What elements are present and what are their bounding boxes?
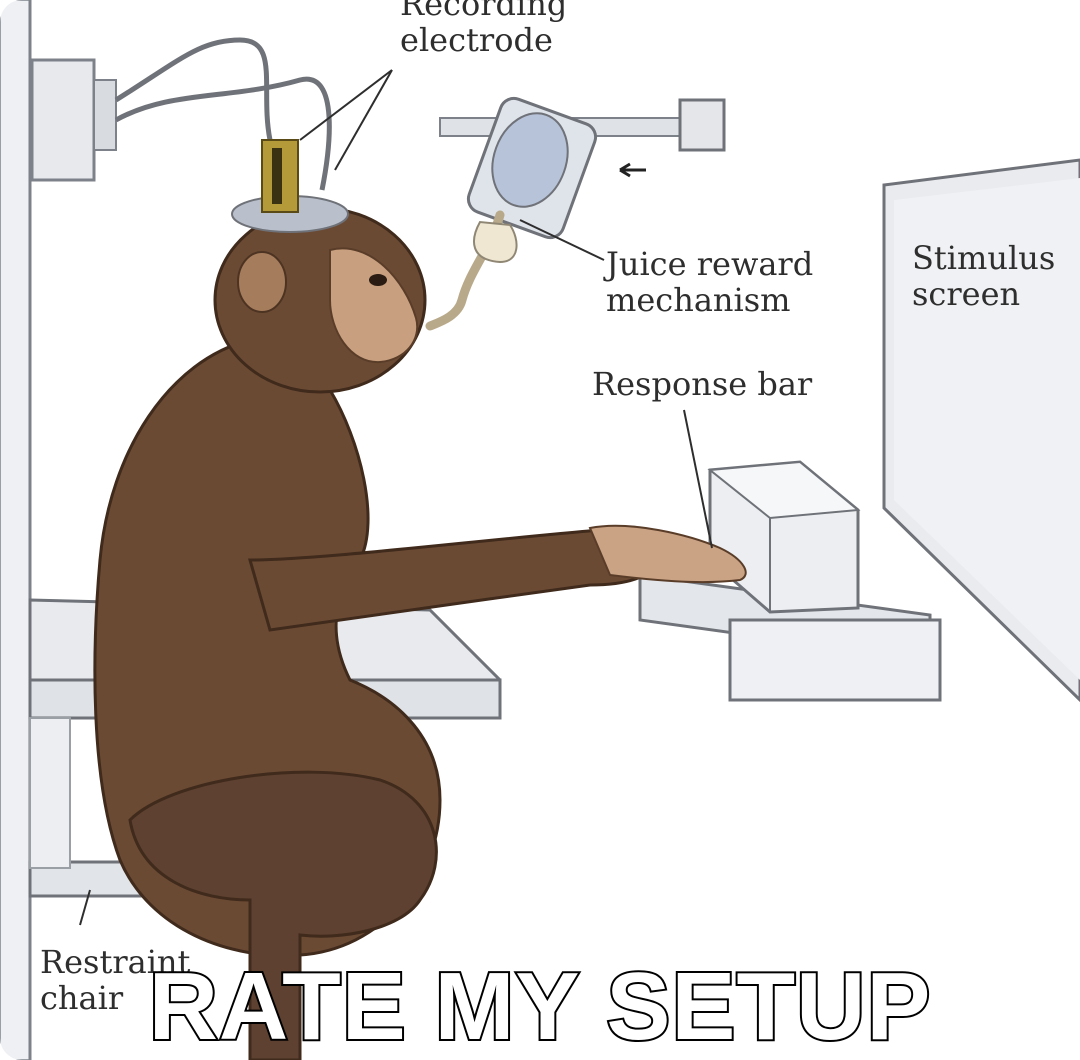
meme-caption: RATE MY SETUP	[147, 951, 933, 1060]
wall-mount-box	[30, 58, 117, 182]
label-line: electrode	[400, 21, 553, 59]
label-response-bar: Response bar	[592, 365, 813, 403]
label-recording-electrode: Recording electrode	[400, 0, 567, 58]
label-line: mechanism	[606, 281, 791, 319]
label-line: Recording	[400, 0, 568, 23]
response-bar	[638, 460, 942, 702]
label-stimulus-screen: Stimulus screen	[912, 240, 1055, 312]
monkey	[93, 139, 747, 1060]
label-line: chair	[40, 979, 124, 1017]
label-juice-reward-mechanism: Juice reward mechanism	[606, 246, 813, 318]
label-line: Juice reward	[606, 245, 814, 283]
label-line: Restraint	[40, 943, 191, 981]
label-leader-lines	[79, 69, 713, 926]
juice-reward-mechanism	[425, 96, 726, 331]
left-wall	[0, 0, 31, 1060]
label-restraint-chair: Restraint chair	[40, 944, 190, 1016]
stimulus-screen	[882, 158, 1080, 703]
electrode-cable	[114, 37, 273, 141]
label-line: Stimulus	[912, 239, 1056, 277]
label-line: screen	[912, 275, 1021, 313]
